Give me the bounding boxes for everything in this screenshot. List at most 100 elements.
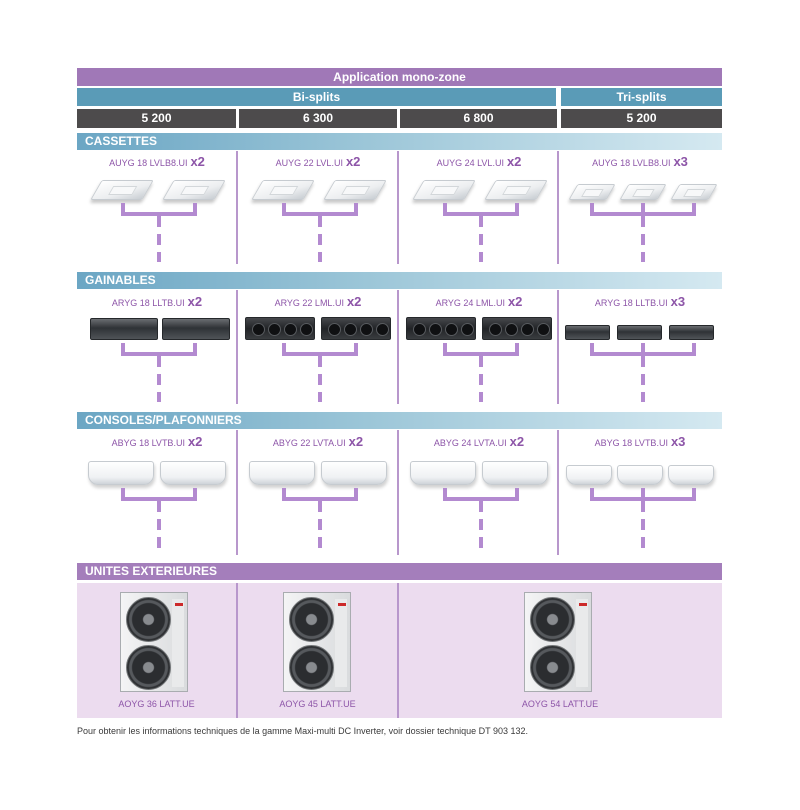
- ducted-unit: [669, 325, 714, 340]
- column-divider: [397, 290, 399, 404]
- cassette-unit: [670, 184, 718, 200]
- column-divider: [397, 151, 399, 264]
- cassette-unit: [251, 180, 315, 200]
- ceiling-unit: [321, 461, 387, 485]
- column-divider: [236, 583, 238, 718]
- refrigerant-line-dashed: [641, 501, 645, 553]
- ceiling-unit: [410, 461, 476, 485]
- column-divider: [397, 583, 399, 718]
- refrigerant-line: [282, 488, 358, 501]
- refrigerant-line-dashed: [318, 216, 322, 262]
- ducted-unit: [162, 318, 230, 340]
- header-bi-splits: Bi-splits: [77, 88, 556, 106]
- column-divider: [557, 290, 559, 404]
- outdoor-model-label: AOYG 36 LATT.UE: [118, 699, 195, 709]
- cassette-unit: [412, 180, 476, 200]
- refrigerant-line: [641, 488, 645, 501]
- refrigerant-line: [443, 203, 519, 216]
- capacity-2: 6 300: [239, 109, 397, 128]
- refrigerant-line: [121, 343, 197, 356]
- refrigerant-line-dashed: [479, 501, 483, 553]
- outdoor-model-label: AOYG 45 LATT.UE: [279, 699, 356, 709]
- refrigerant-line-dashed: [479, 356, 483, 402]
- cassette-unit: [568, 184, 616, 200]
- outdoor-unit: [120, 592, 188, 692]
- refrigerant-line-dashed: [479, 216, 483, 262]
- fan-icon: [530, 645, 575, 690]
- column-divider: [557, 151, 559, 264]
- refrigerant-line-dashed: [318, 356, 322, 402]
- footnote: Pour obtenir les informations techniques…: [77, 726, 529, 736]
- section-gainables: GAINABLES: [77, 272, 722, 289]
- ducted-unit: [90, 318, 158, 340]
- refrigerant-line: [282, 203, 358, 216]
- refrigerant-line: [443, 488, 519, 501]
- refrigerant-line: [641, 343, 645, 356]
- refrigerant-line-dashed: [641, 356, 645, 402]
- ceiling-unit: [88, 461, 154, 485]
- refrigerant-line: [641, 203, 645, 216]
- column-divider: [557, 430, 559, 555]
- column-divider: [236, 151, 238, 264]
- section-cassettes: CASSETTES: [77, 133, 722, 150]
- fan-icon: [289, 597, 334, 642]
- ducted-unit: [245, 317, 315, 340]
- outdoor-unit: [524, 592, 592, 692]
- ducted-unit: [406, 317, 476, 340]
- capacity-3: 6 800: [400, 109, 557, 128]
- refrigerant-line: [443, 343, 519, 356]
- cassette-unit: [162, 180, 226, 200]
- section-consoles: CONSOLES/PLAFONNIERS: [77, 412, 722, 429]
- capacity-4: 5 200: [561, 109, 722, 128]
- column-divider: [236, 430, 238, 555]
- ceiling-unit: [249, 461, 315, 485]
- brand-logo: [175, 603, 183, 606]
- fan-icon: [289, 645, 334, 690]
- fan-icon: [126, 597, 171, 642]
- ducted-unit: [617, 325, 662, 340]
- fan-icon: [530, 597, 575, 642]
- refrigerant-line-dashed: [157, 501, 161, 553]
- ducted-unit: [321, 317, 391, 340]
- outdoor-model-label: AOYG 54 LATT.UE: [521, 699, 599, 709]
- refrigerant-line-dashed: [318, 501, 322, 553]
- ducted-unit: [482, 317, 552, 340]
- capacity-1: 5 200: [77, 109, 236, 128]
- fan-icon: [126, 645, 171, 690]
- outdoor-unit: [283, 592, 351, 692]
- refrigerant-line-dashed: [157, 216, 161, 262]
- header-title: Application mono-zone: [77, 68, 722, 86]
- column-divider: [236, 290, 238, 404]
- section-outdoor: UNITES EXTERIEURES: [77, 563, 722, 580]
- cassette-unit: [90, 180, 154, 200]
- ceiling-unit: [482, 461, 548, 485]
- ceiling-unit: [668, 465, 714, 485]
- ceiling-unit: [160, 461, 226, 485]
- header-tri-splits: Tri-splits: [561, 88, 722, 106]
- refrigerant-line: [121, 203, 197, 216]
- brand-logo: [579, 603, 587, 606]
- brand-logo: [338, 603, 346, 606]
- refrigerant-line: [282, 343, 358, 356]
- refrigerant-line-dashed: [641, 216, 645, 262]
- refrigerant-line-dashed: [157, 356, 161, 402]
- ducted-unit: [565, 325, 610, 340]
- cassette-unit: [484, 180, 548, 200]
- cassette-unit: [619, 184, 667, 200]
- ceiling-unit: [617, 465, 663, 485]
- ceiling-unit: [566, 465, 612, 485]
- refrigerant-line: [121, 488, 197, 501]
- cassette-unit: [323, 180, 387, 200]
